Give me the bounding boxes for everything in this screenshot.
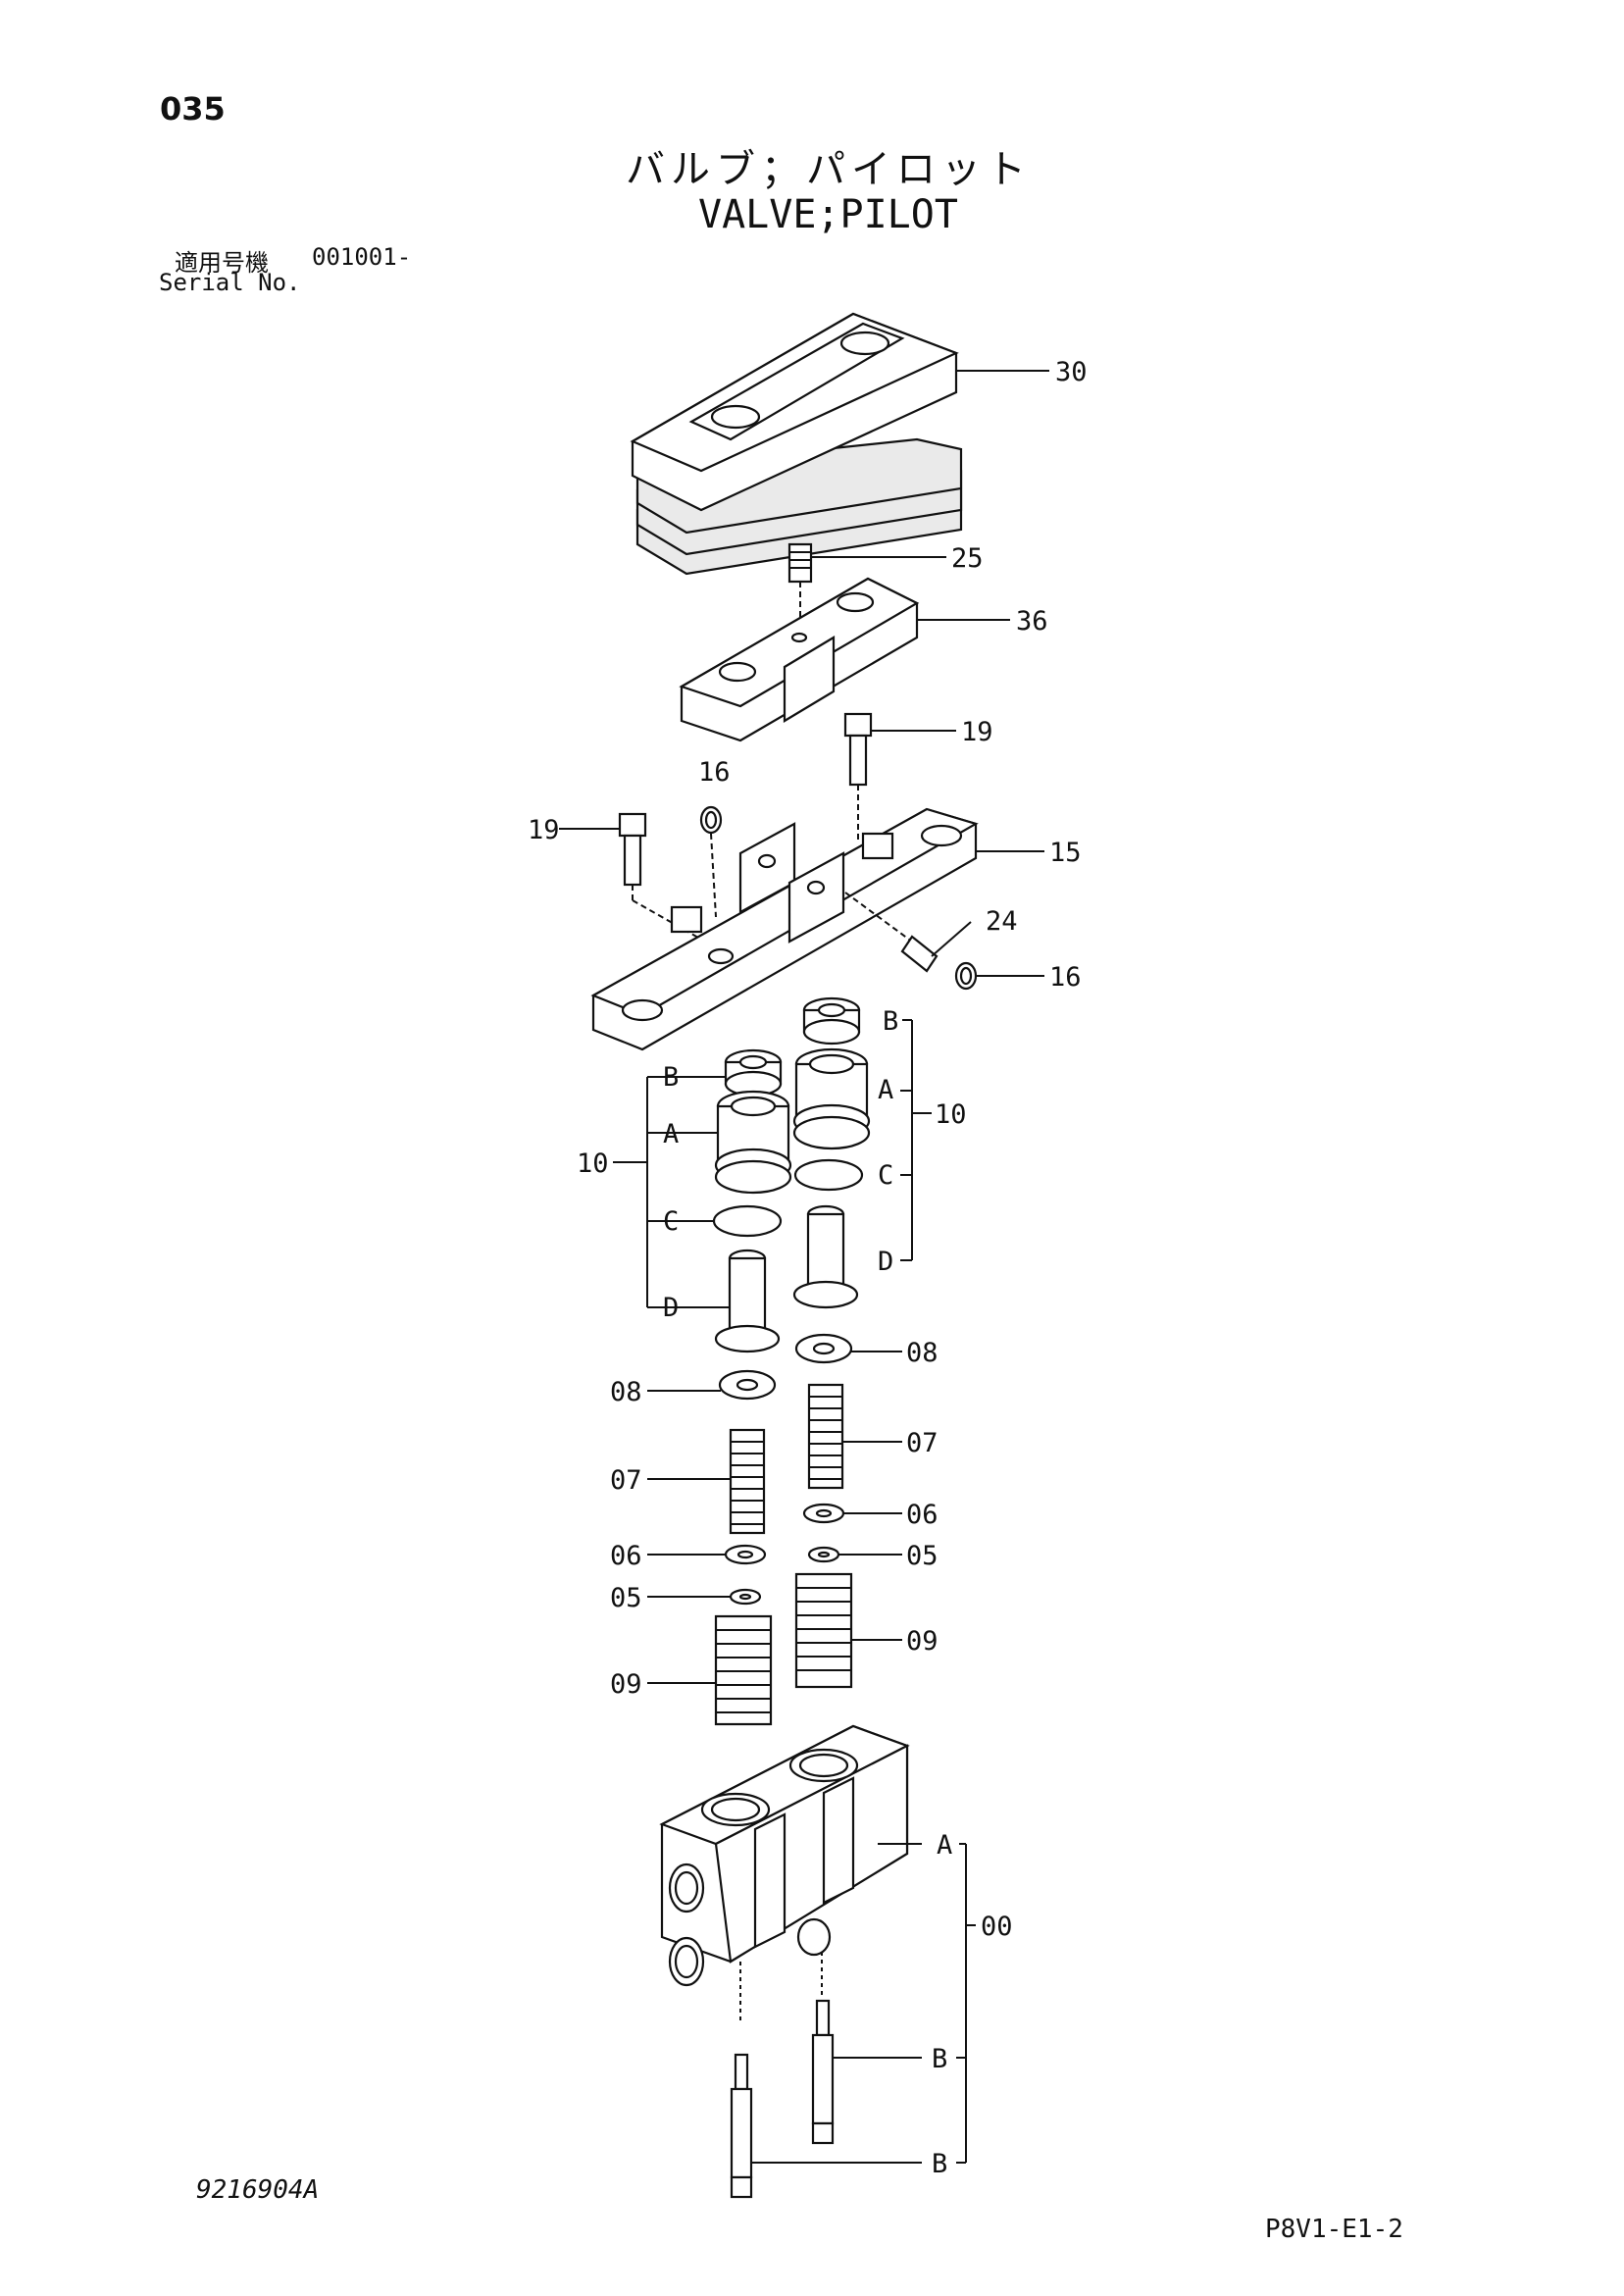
part-oring-right [954,961,978,991]
part-stack-left [714,1369,777,1726]
part-spool-assembly-right [792,996,871,1309]
callout-05-right: 05 [906,1541,939,1571]
serial-label-english: Serial No. [159,269,301,296]
part-pin [844,892,939,973]
callout-00: 00 [981,1912,1013,1942]
part-rod-right [811,1999,835,2145]
callout-30: 30 [1055,357,1088,387]
callout-36: 36 [1016,606,1048,637]
part-spring-small-right [807,1383,844,1490]
part-spool-assembly-left [712,1048,792,1353]
letter-right-C: C [878,1160,893,1191]
callout-25: 25 [951,543,984,574]
part-oring-top [699,805,723,918]
callout-10-left: 10 [577,1148,609,1179]
callout-06-right: 06 [906,1500,939,1530]
callout-24: 24 [986,906,1018,937]
callout-19-left: 19 [528,815,560,845]
callout-16-top: 16 [698,757,731,788]
letter-left-D: D [663,1293,679,1323]
bracket-right-10 [900,1019,932,1261]
part-valve-body [659,1724,910,2020]
part-bolt-left [618,812,715,947]
letter-body-B1: B [932,2044,947,2074]
drawing-number: 9216904A [196,2175,320,2205]
serial-range: 001001- [312,243,412,271]
letter-right-D: D [878,1247,893,1277]
letter-right-A: A [878,1075,893,1105]
callout-07-right: 07 [906,1428,939,1458]
callout-09-right: 09 [906,1626,939,1657]
letter-left-A: A [663,1119,679,1149]
callout-19-right: 19 [961,717,993,747]
callout-08-right: 08 [906,1338,939,1368]
part-spring-small-left [729,1428,766,1535]
serial-label-japanese: 適用号機 [175,249,269,277]
letter-left-B: B [663,1062,679,1093]
bracket-body-00 [751,1843,976,2164]
callout-07-left: 07 [610,1465,642,1496]
part-casing [590,807,979,1051]
callout-08-left: 08 [610,1377,642,1407]
title-english: VALVE;PILOT [698,192,958,237]
bracket-left-10 [613,1076,730,1308]
callout-05-left: 05 [610,1583,642,1613]
letter-body-A: A [937,1830,952,1861]
part-rod-left [730,2053,753,2199]
title-japanese: バルブ；パイロット [626,147,1032,192]
page-reference: P8V1-E1-2 [1265,2215,1403,2244]
letter-right-B: B [883,1006,898,1037]
letter-left-C: C [663,1206,679,1237]
part-spring-large-left [714,1614,773,1726]
callout-10-right: 10 [935,1099,967,1130]
part-bolt-right [843,712,873,843]
callout-09-left: 09 [610,1669,642,1700]
part-spring-large-right [794,1572,853,1689]
part-boot [630,312,963,576]
callout-06-left: 06 [610,1541,642,1571]
page-number: 035 [160,90,226,128]
callout-16-right: 16 [1049,962,1082,993]
letter-body-B2: B [932,2149,947,2179]
part-stack-right [794,1333,853,1689]
callout-15: 15 [1049,838,1082,868]
part-set-screw [787,542,813,633]
part-plate [679,577,920,742]
